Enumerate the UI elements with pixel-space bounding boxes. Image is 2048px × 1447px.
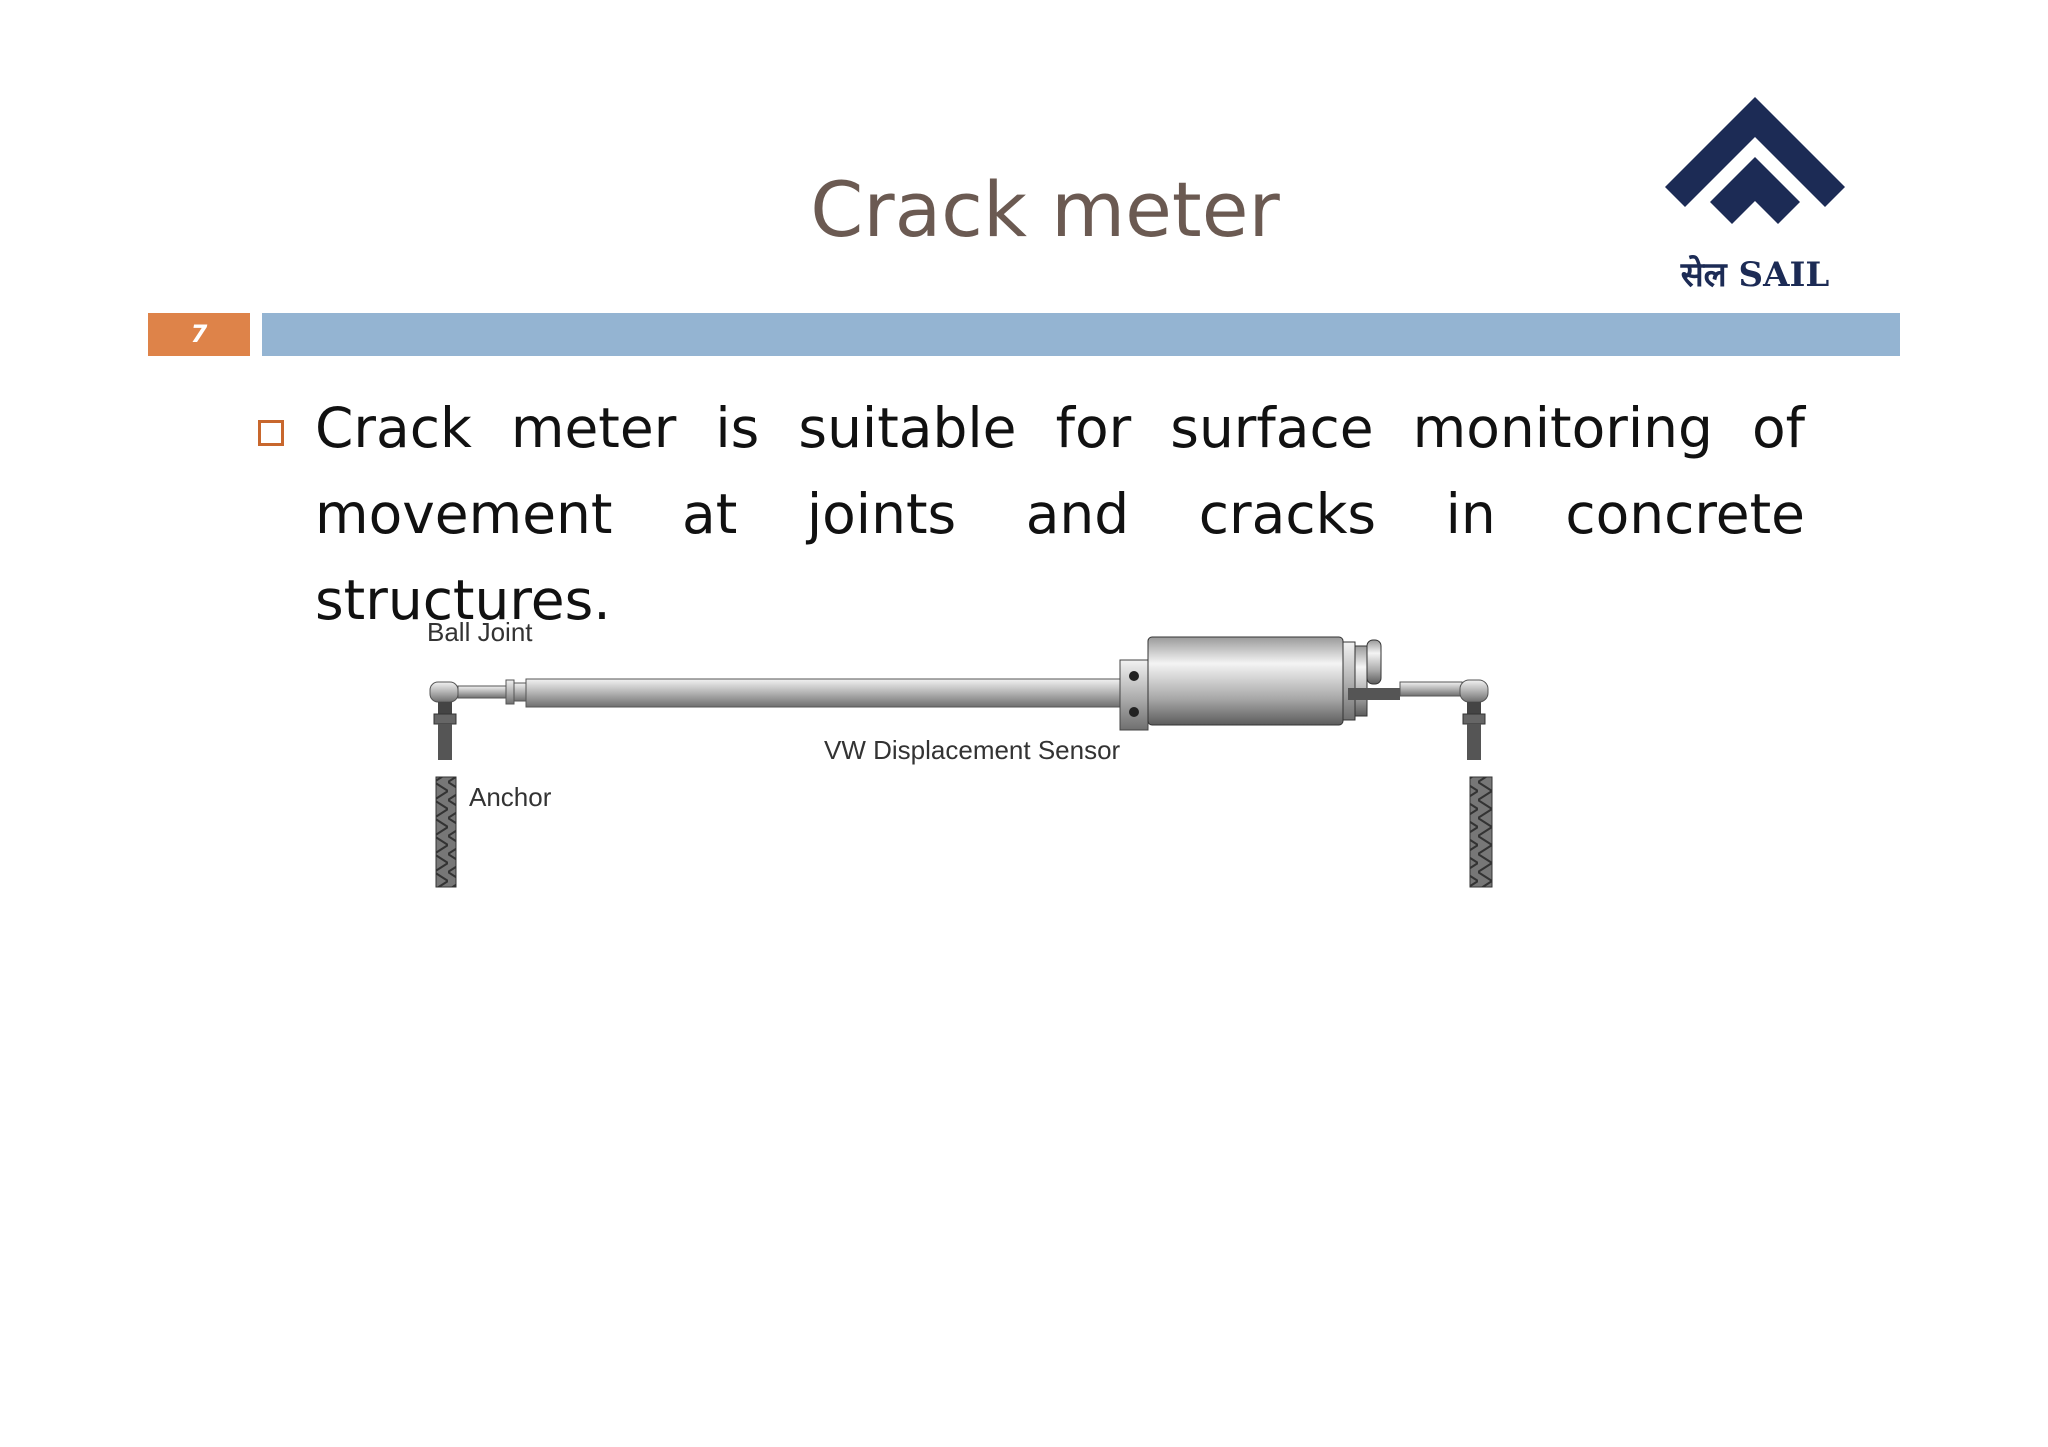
ball-joint-label: Ball Joint xyxy=(427,617,533,647)
sail-logo xyxy=(1665,97,1845,224)
left-anchor xyxy=(435,776,457,888)
left-ball-joint xyxy=(429,679,527,760)
right-ball-joint xyxy=(1399,679,1489,760)
bullet-square-icon xyxy=(258,420,284,446)
sensor-rod xyxy=(525,678,1139,708)
logo-text: सेल SAIL xyxy=(1680,255,1830,295)
vw-displacement-sensor xyxy=(1119,636,1400,731)
sensor-label: VW Displacement Sensor xyxy=(824,735,1121,765)
anchor-label: Anchor xyxy=(469,782,552,812)
bullet-text: Crack meter is suitable for surface moni… xyxy=(315,396,1805,632)
header-bar xyxy=(262,313,1900,356)
slide-title: Crack meter xyxy=(810,165,1280,254)
right-anchor xyxy=(1469,776,1493,888)
crack-meter-diagram xyxy=(429,636,1493,888)
page-number: 7 xyxy=(148,313,250,356)
